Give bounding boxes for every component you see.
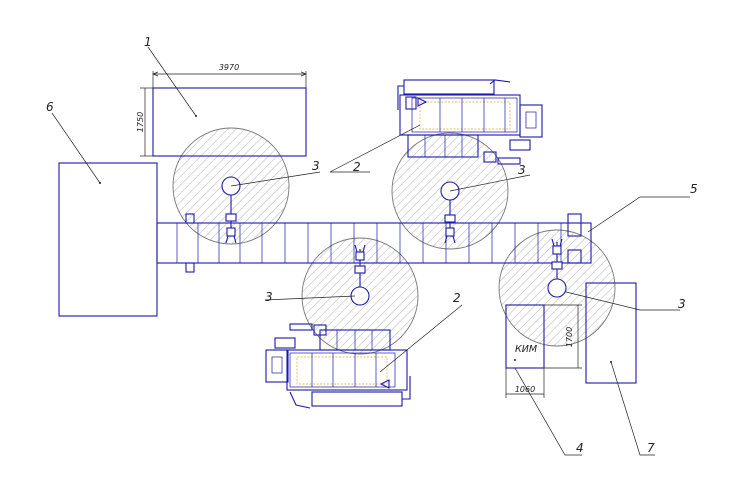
- callout-3-robot-2: 3: [518, 163, 526, 177]
- conveyor-rollers: [176, 223, 562, 263]
- callout-6: 6: [46, 100, 54, 114]
- dimension-text-1060: 1060: [515, 385, 535, 394]
- kim-station: КИМ 1060 1700: [505, 304, 582, 398]
- callout-2-lower: 2: [453, 291, 461, 305]
- callout-3-robot-1: 3: [312, 159, 320, 173]
- rack-1: 3970 1750: [136, 63, 307, 157]
- machine-tool-lower: [265, 323, 411, 409]
- callout-1: 1: [144, 35, 152, 49]
- callout-2-upper: 2: [353, 160, 361, 174]
- dimension-width-1: [152, 71, 307, 88]
- dimension-text-3970: 3970: [219, 63, 239, 72]
- callout-5: 5: [690, 182, 698, 196]
- dimension-height-1: [140, 87, 153, 157]
- robot-4: [547, 238, 567, 298]
- robot-3: [350, 244, 370, 306]
- callout-3-robot-3: 3: [265, 290, 273, 304]
- dimension-text-1700: 1700: [565, 327, 574, 347]
- dimension-width-kim: [505, 368, 545, 398]
- dimension-height-kim: [544, 304, 582, 369]
- machine-tool-upper: [397, 79, 543, 165]
- dimension-text-1750: 1750: [136, 112, 145, 132]
- callout-4: 4: [576, 441, 584, 455]
- kim-label: КИМ: [515, 344, 537, 355]
- leader-lines: [51, 46, 690, 456]
- conveyor: [156, 213, 592, 273]
- storage-block-6: [58, 162, 158, 317]
- callout-7: 7: [647, 441, 655, 455]
- callout-3-robot-4: 3: [678, 297, 686, 311]
